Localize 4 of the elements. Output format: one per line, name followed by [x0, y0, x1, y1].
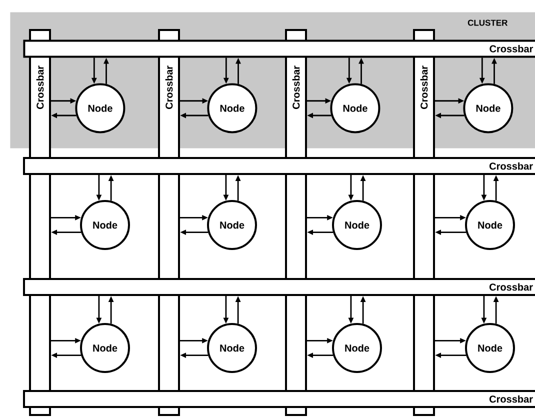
- crossbar: Crossbar: [23, 40, 535, 58]
- crossbar: Crossbar: [23, 157, 535, 175]
- crossbar: Crossbar: [23, 390, 535, 408]
- crossbar: Crossbar: [23, 278, 535, 296]
